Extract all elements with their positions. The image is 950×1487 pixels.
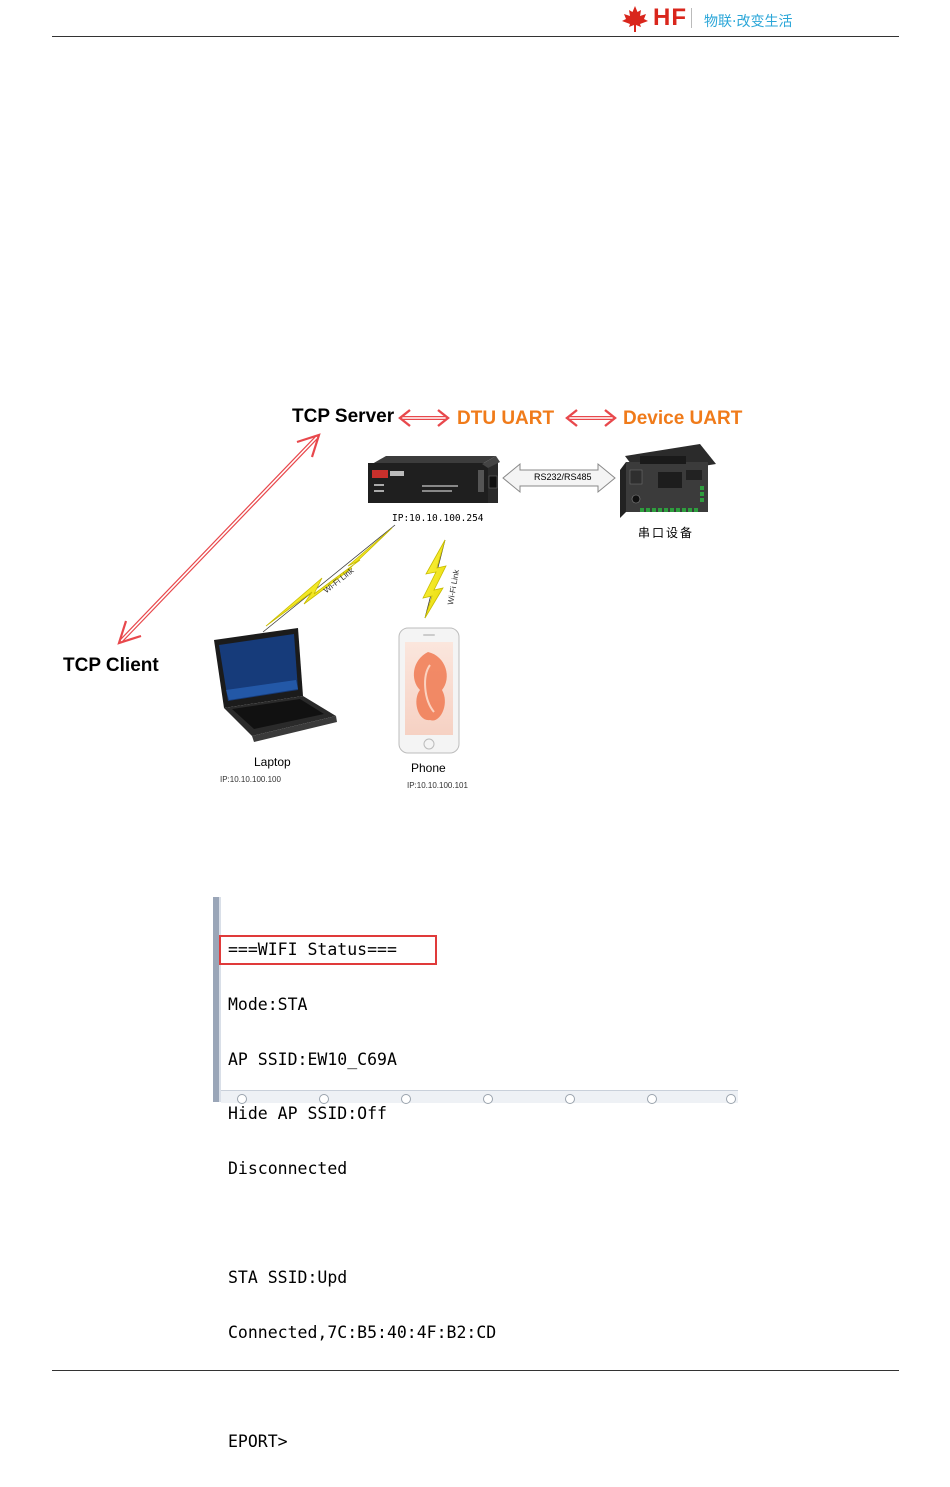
device-uart-label: Device UART — [623, 408, 742, 430]
terminal-prompt: EPORT> — [228, 1433, 496, 1451]
toolbar-radio-icon[interactable] — [237, 1094, 247, 1104]
toolbar-radio-icon[interactable] — [483, 1094, 493, 1104]
wifi-link-bolt-phone — [423, 540, 446, 618]
footer-rule — [52, 1370, 899, 1371]
toolbar-radio-icon[interactable] — [647, 1094, 657, 1104]
device-ip-label: IP:10.10.100.254 — [392, 513, 484, 524]
terminal-line — [228, 1378, 496, 1396]
terminal-line: Mode:STA — [228, 996, 496, 1014]
dtu-device-image — [368, 456, 500, 503]
tcp-client-label: TCP Client — [63, 655, 159, 677]
toolbar-radio-icon[interactable] — [565, 1094, 575, 1104]
terminal-line: AP SSID:EW10_C69A — [228, 1051, 496, 1069]
laptop-image — [214, 628, 337, 742]
terminal-output: ===WIFI Status=== Mode:STA AP SSID:EW10_… — [228, 905, 496, 1487]
serial-device-image — [620, 444, 716, 518]
wifi-link-bolt-laptop — [263, 525, 395, 632]
terminal-line — [228, 1214, 496, 1232]
dtu-device-arrow — [567, 410, 615, 426]
phone-ip-label: IP:10.10.100.101 — [407, 781, 468, 790]
serial-device-label: 串口设备 — [638, 524, 694, 541]
tcp-server-label: TCP Server — [292, 406, 394, 428]
terminal-line: STA SSID:Upd — [228, 1269, 496, 1287]
client-server-arrow — [119, 435, 319, 643]
terminal-line: Disconnected — [228, 1160, 496, 1178]
dtu-uart-label: DTU UART — [457, 408, 554, 430]
terminal-line: Hide AP SSID:Off — [228, 1105, 496, 1123]
terminal-left-border-inner — [219, 897, 221, 1102]
phone-image — [399, 628, 459, 753]
toolbar-radio-icon[interactable] — [401, 1094, 411, 1104]
phone-label: Phone — [411, 761, 446, 775]
terminal-toolbar[interactable] — [221, 1090, 738, 1103]
toolbar-radio-icon[interactable] — [319, 1094, 329, 1104]
laptop-ip-label: IP:10.10.100.100 — [220, 775, 281, 784]
ssid-highlight-box — [219, 935, 437, 965]
rs-link-label: RS232/RS485 — [534, 472, 592, 482]
terminal-screenshot: ===WIFI Status=== Mode:STA AP SSID:EW10_… — [213, 897, 738, 1102]
toolbar-radio-icon[interactable] — [726, 1094, 736, 1104]
terminal-line: Connected,7C:B5:40:4F:B2:CD — [228, 1324, 496, 1342]
server-dtu-arrow — [400, 410, 448, 426]
laptop-label: Laptop — [254, 755, 291, 769]
